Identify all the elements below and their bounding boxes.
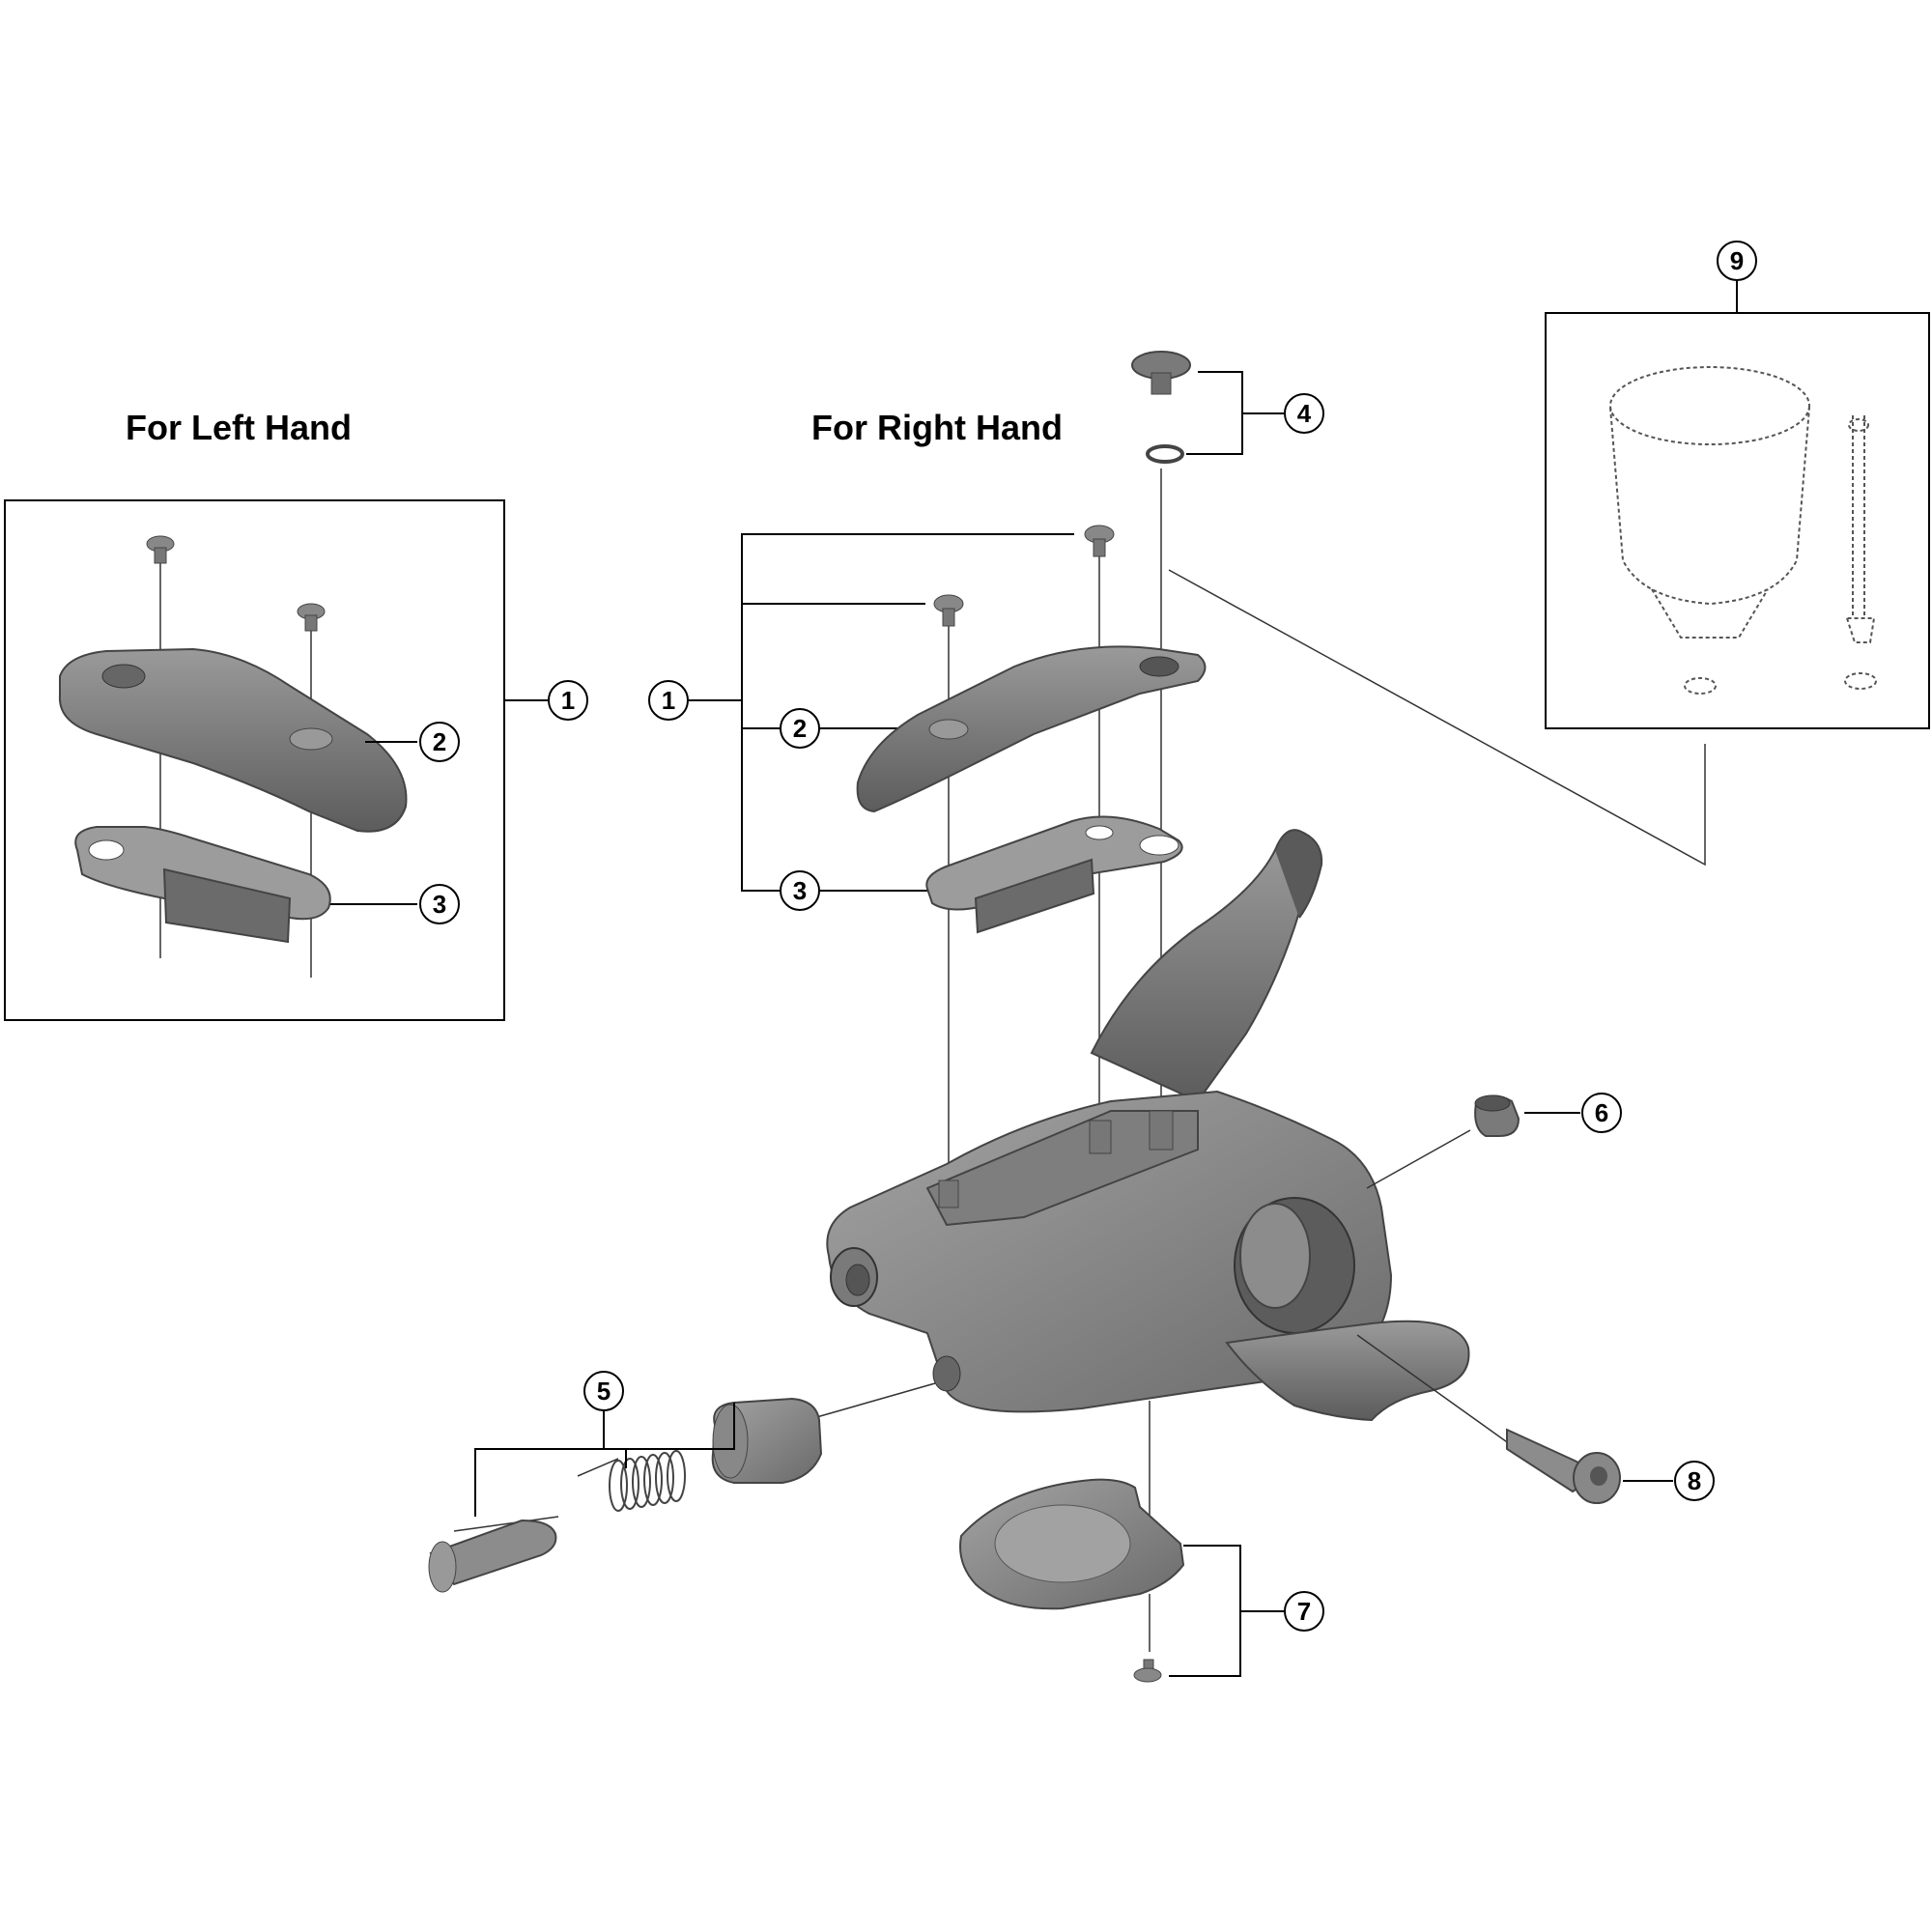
right-clamp-cover (856, 645, 1207, 813)
part-9-group: 9 (1545, 241, 1930, 729)
left-callout-1: 1 (548, 680, 588, 721)
part-4-screw (1131, 351, 1191, 464)
right-callout-1: 1 (648, 680, 689, 721)
svg-text:5: 5 (597, 1377, 611, 1406)
svg-text:2: 2 (793, 714, 807, 743)
shift-lever-lower (1225, 1320, 1470, 1422)
left-gasket-body (162, 867, 292, 944)
part-9-pin (1844, 415, 1877, 690)
part-5-adjuster-barrel (711, 1397, 823, 1484)
shift-lever-upper (1090, 836, 1307, 1103)
callout-5: 5 (583, 1371, 624, 1411)
callout-6: 6 (1581, 1093, 1622, 1133)
part-7-screw (1133, 1659, 1162, 1683)
part-7-cover (959, 1478, 1185, 1610)
part-5-bolt (428, 1519, 557, 1593)
part-9-cap (1609, 366, 1810, 695)
left-clamp-hole-b (289, 727, 333, 751)
svg-text:2: 2 (433, 727, 446, 756)
svg-text:1: 1 (662, 686, 675, 715)
svg-text:9: 9 (1730, 246, 1744, 275)
part-5-spring (609, 1450, 686, 1512)
left-screw-a (146, 535, 175, 958)
part-4-washer (1146, 444, 1184, 464)
left-hand-heading: For Left Hand (126, 408, 352, 447)
callout-8: 8 (1674, 1461, 1715, 1501)
right-hand-group: 1 2 3 4 (428, 351, 1715, 1683)
callout-7: 7 (1284, 1591, 1324, 1632)
left-clamp-hole-a (101, 664, 146, 689)
callout-4: 4 (1284, 393, 1324, 434)
svg-text:3: 3 (433, 890, 446, 919)
left-hand-box (4, 499, 505, 1021)
svg-text:3: 3 (793, 876, 807, 905)
part-8-bolt (1506, 1428, 1621, 1504)
left-hand-group: 2 3 1 (4, 499, 588, 1021)
right-callout-2: 2 (780, 708, 820, 749)
right-hand-heading: For Right Hand (811, 408, 1063, 447)
svg-text:6: 6 (1595, 1098, 1608, 1127)
svg-text:7: 7 (1297, 1597, 1311, 1626)
part-6-plug (1474, 1094, 1520, 1137)
right-gasket-plate (925, 815, 1183, 911)
shifter-main-body (826, 829, 1470, 1422)
cable-port-lower (932, 1355, 961, 1392)
svg-text:1: 1 (561, 686, 575, 715)
left-clamp-cover (58, 647, 408, 833)
callout-9: 9 (1717, 241, 1757, 281)
left-callout-3: 3 (419, 884, 460, 924)
svg-text:8: 8 (1688, 1466, 1701, 1495)
svg-text:4: 4 (1297, 399, 1312, 428)
part-9-box (1545, 312, 1930, 729)
left-callout-2: 2 (419, 722, 460, 762)
right-gasket-body (974, 858, 1095, 934)
right-callout-3: 3 (780, 870, 820, 911)
